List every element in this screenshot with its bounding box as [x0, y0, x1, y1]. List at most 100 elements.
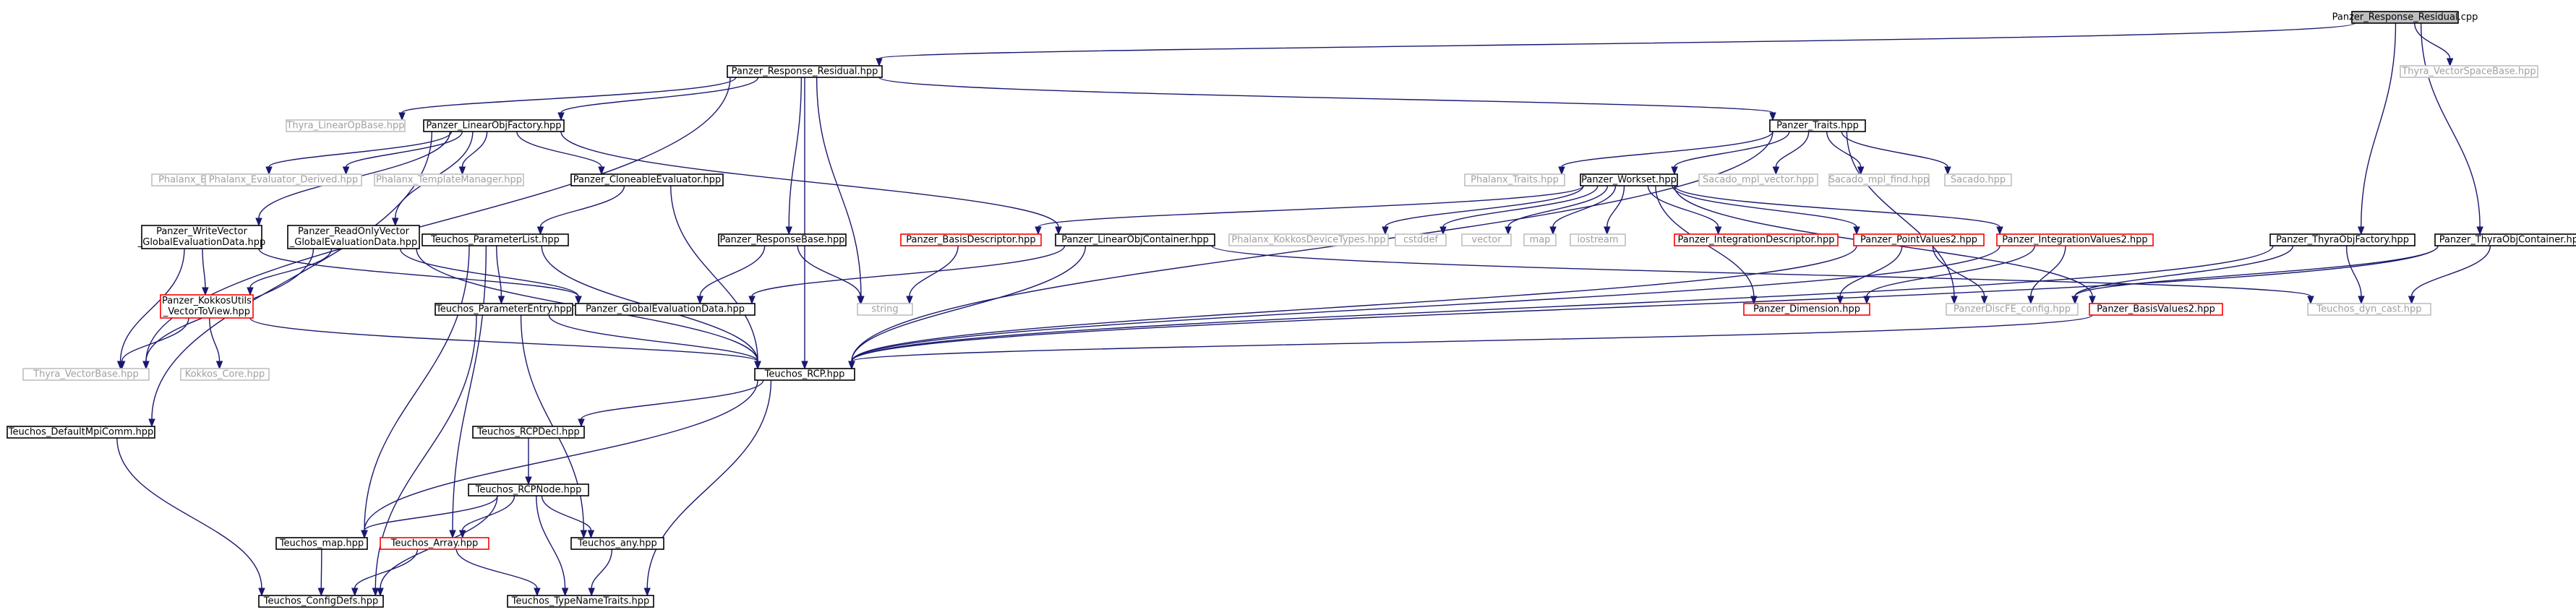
edge-arrowhead [247, 287, 254, 296]
edge-trcpd-to-trcpn [525, 437, 532, 486]
edge-line [909, 245, 959, 297]
node-sacado[interactable]: Sacado.hpp [1944, 173, 2012, 186]
node-cstddef[interactable]: cstddef [1395, 233, 1447, 246]
edge-line [851, 245, 1087, 362]
edge-line [461, 495, 515, 531]
edge-line [1385, 185, 1584, 228]
edge-arrowhead [1980, 296, 1988, 305]
node-box [472, 426, 585, 439]
node-ph_traits[interactable]: Phalanx_Traits.hpp [1464, 173, 1565, 186]
edge-line [461, 131, 488, 168]
edge-line [2030, 245, 2066, 297]
node-ptof[interactable]: Panzer_ThyraObjFactory.hpp [2269, 233, 2415, 246]
node-trcpd[interactable]: Teuchos_RCPDecl.hpp [472, 426, 585, 439]
node-trcpn[interactable]: Teuchos_RCPNode.hpp [468, 483, 589, 496]
node-box [2089, 303, 2223, 316]
node-pdfec[interactable]: PanzerDiscFE_config.hpp [1946, 303, 2079, 316]
edge-prb-to-pged [696, 245, 766, 305]
node-kcore[interactable]: Kokkos_Core.hpp [180, 368, 270, 381]
node-mplf[interactable]: Sacado_mpl_find.hpp [1828, 173, 1930, 186]
node-pdim[interactable]: Panzer_Dimension.hpp [1743, 303, 1870, 316]
node-ptoc[interactable]: Panzer_ThyraObjContainer.hpp [2434, 233, 2576, 246]
edge-line [2410, 245, 2491, 297]
edge-tpe-to-trcp [548, 314, 761, 370]
edge-arrowhead [1857, 166, 1865, 176]
node-pid[interactable]: Panzer_IntegrationDescriptor.hpp [1674, 233, 1839, 246]
node-label: Panzer_BasisValues2.hpp [2097, 304, 2215, 315]
node-ploc[interactable]: Panzer_LinearObjContainer.hpp [1055, 233, 1215, 246]
nodes-layer: Panzer_Response_Residual.cppPanzer_Respo… [7, 11, 2576, 608]
node-string[interactable]: string [857, 303, 913, 316]
node-mplv[interactable]: Sacado_mpl_vector.hpp [1698, 173, 1818, 186]
node-label: Phalanx_KokkosDeviceTypes.hpp [1231, 235, 1385, 246]
edge-traits-to-workset [1671, 131, 1790, 176]
edge-workset-to-cstddef [1439, 185, 1599, 236]
node-thyra_lob[interactable]: Thyra_LinearOpBase.hpp [286, 119, 406, 132]
node-iostream[interactable]: iostream [1570, 233, 1626, 246]
node-prb[interactable]: Panzer_ResponseBase.hpp [718, 233, 847, 246]
node-vector[interactable]: vector [1461, 233, 1512, 246]
node-pbd[interactable]: Panzer_BasisDescriptor.hpp [900, 233, 1042, 246]
node-tdmc[interactable]: Teuchos_DefaultMpiComm.hpp [7, 426, 155, 439]
edge-arrowhead [1671, 166, 1678, 176]
node-trcp[interactable]: Teuchos_RCP.hpp [754, 368, 855, 381]
node-pbv2[interactable]: Panzer_BasisValues2.hpp [2089, 303, 2223, 316]
node-tany[interactable]: Teuchos_any.hpp [570, 537, 664, 550]
edge-arrowhead [215, 361, 223, 370]
edge-line [1839, 245, 1903, 297]
node-clone[interactable]: Panzer_CloneableEvaluator.hpp [570, 173, 724, 186]
edge-arrowhead [1944, 166, 1951, 176]
node-box [1674, 233, 1839, 246]
node-map[interactable]: map [1523, 233, 1557, 246]
node-workset[interactable]: Panzer_Workset.hpp [1580, 173, 1678, 186]
node-label: _GlobalEvaluationData.hpp [289, 237, 417, 248]
node-tpe[interactable]: Teuchos_ParameterEntry.hpp [435, 303, 573, 316]
node-box [1464, 173, 1565, 186]
edge-arrowhead [342, 166, 350, 176]
node-tmap[interactable]: Teuchos_map.hpp [275, 537, 368, 550]
node-tpl[interactable]: Teuchos_ParameterList.hpp [422, 233, 569, 246]
edge-clone-to-trcp [670, 185, 761, 370]
node-prr[interactable]: Panzer_Response_Residual.hpp [727, 65, 883, 78]
edge-pbd-to-string [906, 245, 959, 305]
node-rovg[interactable]: Panzer_ReadOnlyVector_GlobalEvaluationDa… [287, 225, 420, 249]
node-label: Teuchos_RCPNode.hpp [475, 485, 582, 496]
node-box [1946, 303, 2079, 316]
node-traits[interactable]: Panzer_Traits.hpp [1769, 119, 1866, 132]
node-plof[interactable]: Panzer_LinearObjFactory.hpp [423, 119, 565, 132]
edge-arrowhead [534, 588, 541, 597]
edge-arrowhead [398, 112, 406, 121]
node-tcd[interactable]: Teuchos_ConfigDefs.hpp [258, 595, 384, 608]
node-label: Panzer_IntegrationValues2.hpp [2002, 235, 2147, 246]
node-tarr[interactable]: Teuchos_Array.hpp [380, 537, 489, 550]
edge-trcpn-to-ttnt [536, 495, 569, 597]
edge-arrowhead [2357, 226, 2365, 236]
node-thyra_vsb[interactable]: Thyra_VectorSpaceBase.hpp [2400, 65, 2538, 78]
node-box [275, 537, 368, 550]
node-phkdt[interactable]: Phalanx_KokkosDeviceTypes.hpp [1228, 233, 1389, 246]
node-label: Thyra_LinearOpBase.hpp [286, 121, 404, 132]
node-tvb[interactable]: Thyra_VectorBase.hpp [22, 368, 150, 381]
edge-line [452, 245, 487, 531]
edge-piv2-to-pdfec [2027, 245, 2066, 305]
node-pkuv[interactable]: Panzer_KokkosUtils_VectorToView.hpp [160, 294, 254, 319]
node-label: Teuchos_RCPDecl.hpp [476, 427, 580, 438]
edge-arrowhead [391, 218, 399, 227]
edge-line [1606, 185, 1625, 228]
node-tdc[interactable]: Teuchos_dyn_cast.hpp [2307, 303, 2431, 316]
node-root[interactable]: Panzer_Response_Residual.cpp [2332, 11, 2478, 24]
node-box [1395, 233, 1447, 246]
node-piv2[interactable]: Panzer_IntegrationValues2.hpp [1996, 233, 2154, 246]
node-box [718, 233, 847, 246]
node-wvg[interactable]: Panzer_WriteVector_GlobalEvaluationData.… [137, 225, 265, 249]
node-ph_tm[interactable]: Phalanx_TemplateManager.hpp [374, 173, 524, 186]
node-label: Panzer_Response_Residual.hpp [732, 66, 878, 77]
node-ppv2[interactable]: Panzer_PointValues2.hpp [1853, 233, 1985, 246]
node-pged[interactable]: Panzer_GlobalEvaluationData.hpp [575, 303, 756, 316]
node-ph_evald[interactable]: Phalanx_Evaluator_Derived.hpp [205, 173, 362, 186]
edge-line [1552, 185, 1617, 228]
edge-arrowhead [458, 166, 466, 176]
edge-line [364, 379, 758, 531]
edge-tpe-to-tcd [372, 314, 477, 597]
node-ttnt[interactable]: Teuchos_TypeNameTraits.hpp [507, 595, 654, 608]
